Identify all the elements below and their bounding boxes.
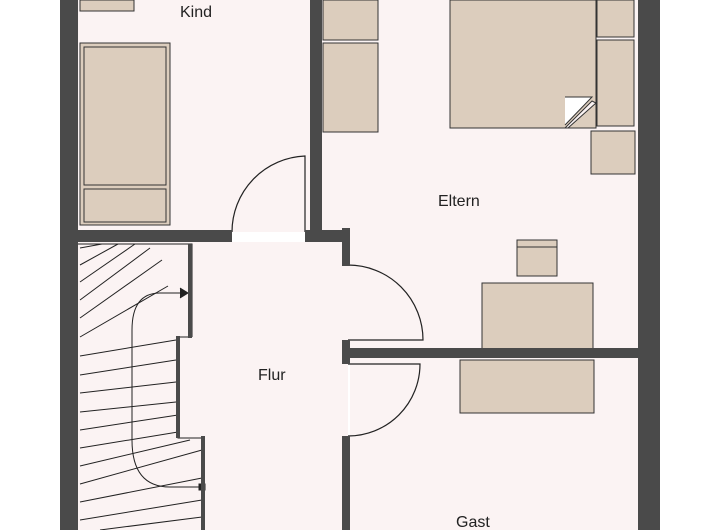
wall-left-outer xyxy=(60,0,78,530)
wall-right-outer xyxy=(638,0,660,530)
room-label-flur: Flur xyxy=(258,367,286,384)
room-label-eltern: Eltern xyxy=(438,193,480,210)
stair-walk-line xyxy=(131,292,200,488)
bed-eltern-corner xyxy=(564,96,594,126)
wall-stair-rail-3 xyxy=(201,436,205,530)
bed-kind-inner xyxy=(83,46,167,186)
nightstand-1 xyxy=(596,0,635,38)
floor-flur xyxy=(178,242,348,530)
wall-flur-right-lower xyxy=(342,436,350,530)
desk-gast xyxy=(459,359,595,414)
door-swings xyxy=(231,155,424,437)
room-label-kind: Kind xyxy=(180,4,212,21)
bed-eltern-fold xyxy=(563,100,597,129)
wall-eltern-stub xyxy=(342,228,350,266)
wardrobe-eltern-2 xyxy=(322,42,379,133)
wall-kind-bottom-right xyxy=(305,230,350,242)
room-label-gast: Gast xyxy=(456,514,490,530)
wall-flur-door-jamb xyxy=(342,340,350,364)
walls xyxy=(60,0,660,530)
wall-stair-rail-1 xyxy=(188,244,192,338)
chair-eltern xyxy=(516,239,558,277)
bed-kind-pillow xyxy=(83,188,167,223)
nightstand-3 xyxy=(590,130,636,175)
door-eltern xyxy=(347,264,424,341)
wall-kind-bottom-left xyxy=(78,230,232,242)
floor-stairs xyxy=(78,242,188,530)
nightstand-2 xyxy=(596,39,635,127)
wardrobe-eltern-1 xyxy=(322,0,379,41)
door-kind xyxy=(231,155,306,233)
wall-kind-eltern xyxy=(310,0,322,232)
shelf-top-left xyxy=(79,0,135,12)
furniture xyxy=(79,0,636,414)
door-gast xyxy=(347,363,421,437)
wall-stair-rail-2 xyxy=(176,336,180,438)
desk-eltern xyxy=(481,282,594,350)
wall-eltern-gast xyxy=(342,348,638,358)
